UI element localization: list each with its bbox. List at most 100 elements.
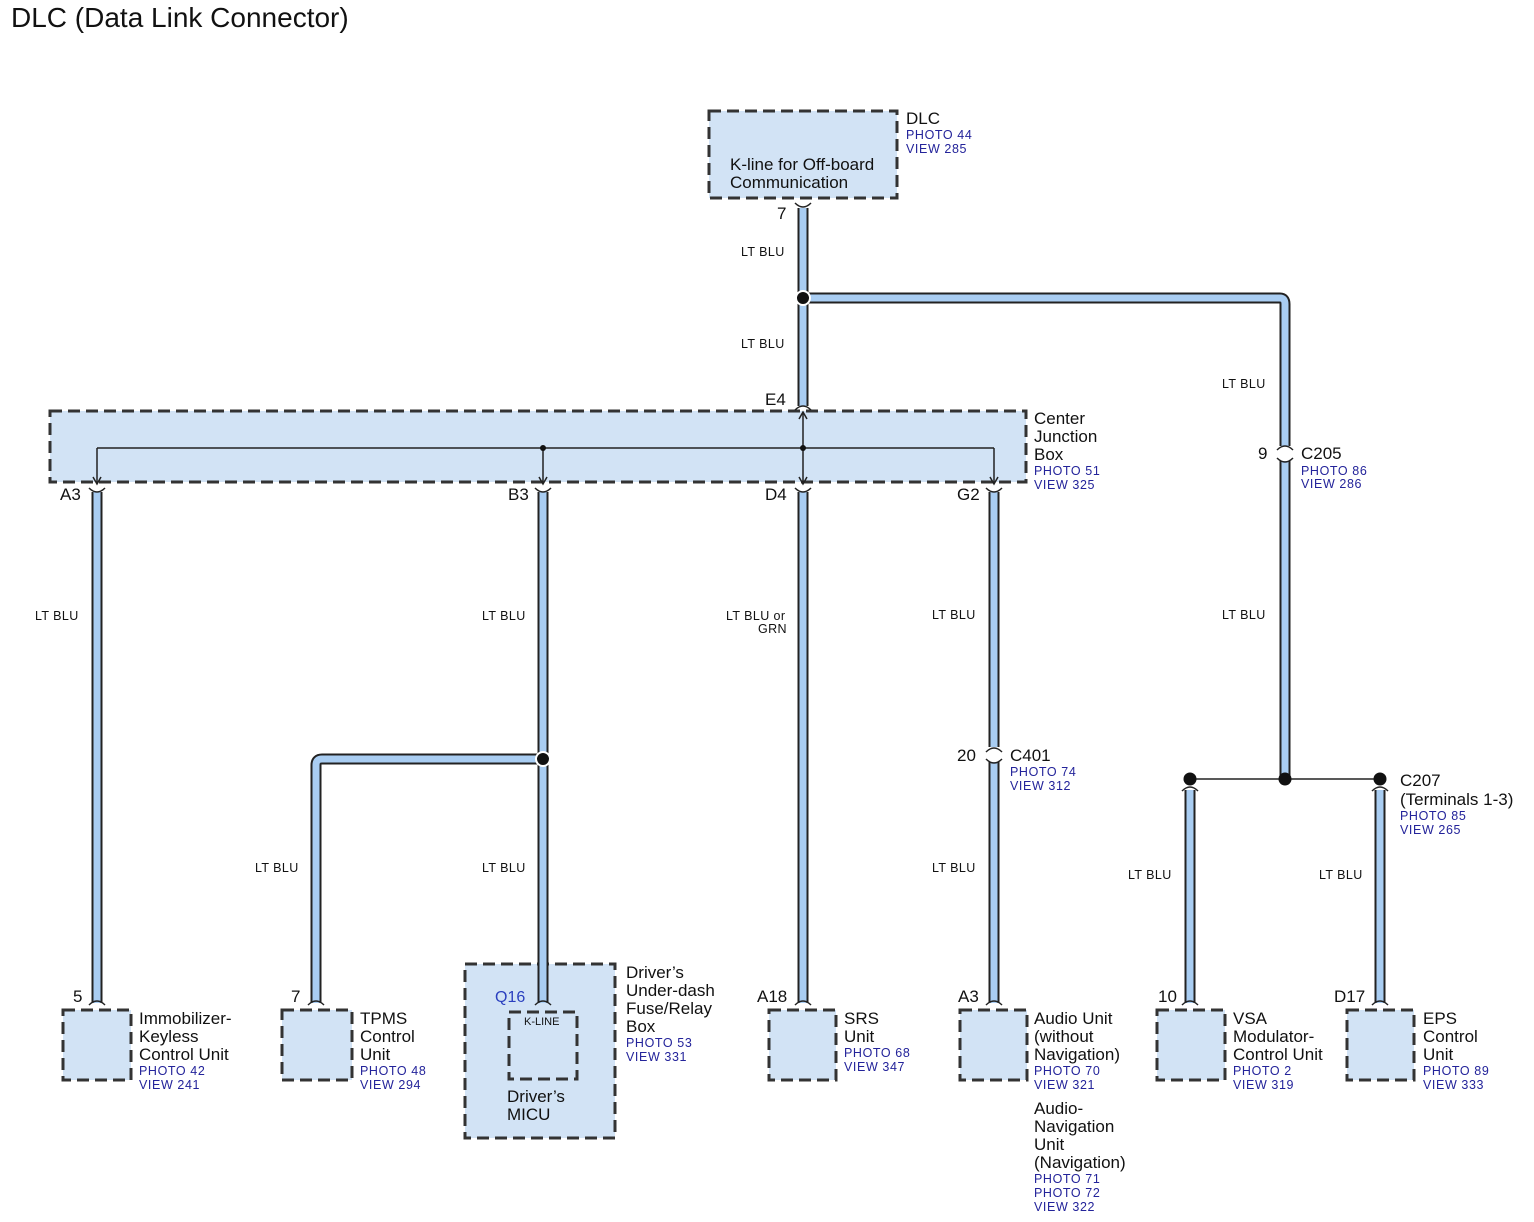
vsa-name-2: Modulator- — [1233, 1027, 1314, 1046]
micu-kline-label: K-LINE — [524, 1016, 559, 1028]
srs-pin: A18 — [757, 987, 787, 1006]
srs-name-1: SRS — [844, 1009, 879, 1028]
audionav-photo-2: PHOTO 72 — [1034, 1186, 1100, 1200]
tpms-photo: PHOTO 48 — [360, 1064, 426, 1078]
wire-color-label: LT BLU — [1222, 608, 1266, 622]
jb-name-1: Center — [1034, 409, 1085, 428]
fusebox-name-2: Under-dash — [626, 981, 715, 1000]
eps-box — [1345, 1008, 1416, 1082]
wire-color-label: LT BLU — [255, 861, 299, 875]
audio-pin: A3 — [958, 987, 979, 1006]
tpms-box — [280, 1008, 354, 1082]
audio-name-3: Navigation) — [1034, 1045, 1120, 1064]
bus-splice — [540, 445, 546, 451]
tpms-view: VIEW 294 — [360, 1078, 421, 1092]
vsa-view: VIEW 319 — [1233, 1078, 1294, 1092]
eps-view: VIEW 333 — [1423, 1078, 1484, 1092]
vsa-photo: PHOTO 2 — [1233, 1064, 1292, 1078]
eps-name-3: Unit — [1423, 1045, 1454, 1064]
c205-pin: 9 — [1258, 444, 1267, 463]
c207-photo: PHOTO 85 — [1400, 809, 1466, 823]
splice-point — [1183, 772, 1197, 786]
wire-color-label: LT BLU — [35, 609, 79, 623]
wire-color-label: LT BLU — [482, 861, 526, 875]
vsa-box — [1155, 1008, 1227, 1082]
c401-photo: PHOTO 74 — [1010, 765, 1076, 779]
dlc-view: VIEW 285 — [906, 142, 967, 156]
immobilizer-box — [61, 1008, 133, 1082]
wire-color-label: LT BLU or — [726, 609, 785, 623]
audionav-name-3: Unit — [1034, 1135, 1065, 1154]
dlc-pin: 7 — [777, 204, 786, 223]
eps-name-2: Control — [1423, 1027, 1478, 1046]
jb-pin-e4: E4 — [765, 390, 786, 409]
c205-view: VIEW 286 — [1301, 477, 1362, 491]
srs-view: VIEW 347 — [844, 1060, 905, 1074]
jb-pin-a3: A3 — [60, 485, 81, 504]
splice-point — [1278, 772, 1292, 786]
jb-photo: PHOTO 51 — [1034, 464, 1100, 478]
wire-color-label: LT BLU — [932, 861, 976, 875]
wire-color-label: LT BLU — [741, 245, 785, 259]
wire-color-label: LT BLU — [1128, 868, 1172, 882]
wire-color-label: LT BLU — [482, 609, 526, 623]
jb-pin-d4: D4 — [765, 485, 787, 504]
audio-name-1: Audio Unit — [1034, 1009, 1113, 1028]
c401-pin: 20 — [957, 746, 976, 765]
wire-color-label: LT BLU — [1319, 868, 1363, 882]
audio-photo: PHOTO 70 — [1034, 1064, 1100, 1078]
dlc-function-1: K-line for Off-board — [730, 155, 874, 174]
c207-terminals: (Terminals 1-3) — [1400, 790, 1513, 809]
immobilizer-name-2: Keyless — [139, 1027, 199, 1046]
wires — [91, 208, 1386, 1003]
immobilizer-view: VIEW 241 — [139, 1078, 200, 1092]
tpms-name-1: TPMS — [360, 1009, 407, 1028]
audio-view: VIEW 321 — [1034, 1078, 1095, 1092]
jb-name-3: Box — [1034, 445, 1064, 464]
splice-point — [535, 751, 551, 767]
wire-color-label: LT BLU — [741, 337, 785, 351]
eps-photo: PHOTO 89 — [1423, 1064, 1489, 1078]
dlc-label: DLC — [906, 109, 940, 128]
splice-point — [795, 290, 811, 306]
wire-color-label: LT BLU — [932, 608, 976, 622]
jb-pin-b3: B3 — [508, 485, 529, 504]
wire-color-label: LT BLU — [1222, 377, 1266, 391]
vsa-name-1: VSA — [1233, 1009, 1268, 1028]
dlc-photo: PHOTO 44 — [906, 128, 972, 142]
micu-name-2: MICU — [507, 1105, 550, 1124]
audionav-photo-1: PHOTO 71 — [1034, 1172, 1100, 1186]
srs-name-2: Unit — [844, 1027, 875, 1046]
page-title: DLC (Data Link Connector) — [11, 2, 349, 33]
vsa-pin: 10 — [1158, 987, 1177, 1006]
tpms-name-2: Control — [360, 1027, 415, 1046]
fusebox-photo: PHOTO 53 — [626, 1036, 692, 1050]
dlc-box — [707, 109, 899, 200]
micu-name-1: Driver’s — [507, 1087, 565, 1106]
audionav-name-2: Navigation — [1034, 1117, 1114, 1136]
bus-splice — [800, 445, 806, 451]
connector-marks — [88, 202, 1389, 1006]
dlc-function-2: Communication — [730, 173, 848, 192]
srs-box — [767, 1008, 838, 1082]
audio-box — [958, 1008, 1029, 1082]
srs-photo: PHOTO 68 — [844, 1046, 910, 1060]
audionav-name-1: Audio- — [1034, 1099, 1083, 1118]
wire-color-label: GRN — [758, 622, 787, 636]
jb-pin-g2: G2 — [957, 485, 980, 504]
audio-name-2: (without — [1034, 1027, 1094, 1046]
immobilizer-pin: 5 — [73, 987, 82, 1006]
micu-box — [507, 1010, 579, 1081]
audionav-view: VIEW 322 — [1034, 1200, 1095, 1214]
c207-label: C207 — [1400, 771, 1441, 790]
tpms-name-3: Unit — [360, 1045, 391, 1064]
eps-name-1: EPS — [1423, 1009, 1457, 1028]
immobilizer-name-3: Control Unit — [139, 1045, 229, 1064]
tpms-pin: 7 — [291, 987, 300, 1006]
micu-pin: Q16 — [495, 989, 525, 1006]
center-junction-box — [48, 409, 1028, 484]
c207-view: VIEW 265 — [1400, 823, 1461, 837]
fusebox-name-1: Driver’s — [626, 963, 684, 982]
splice-point — [1373, 772, 1387, 786]
